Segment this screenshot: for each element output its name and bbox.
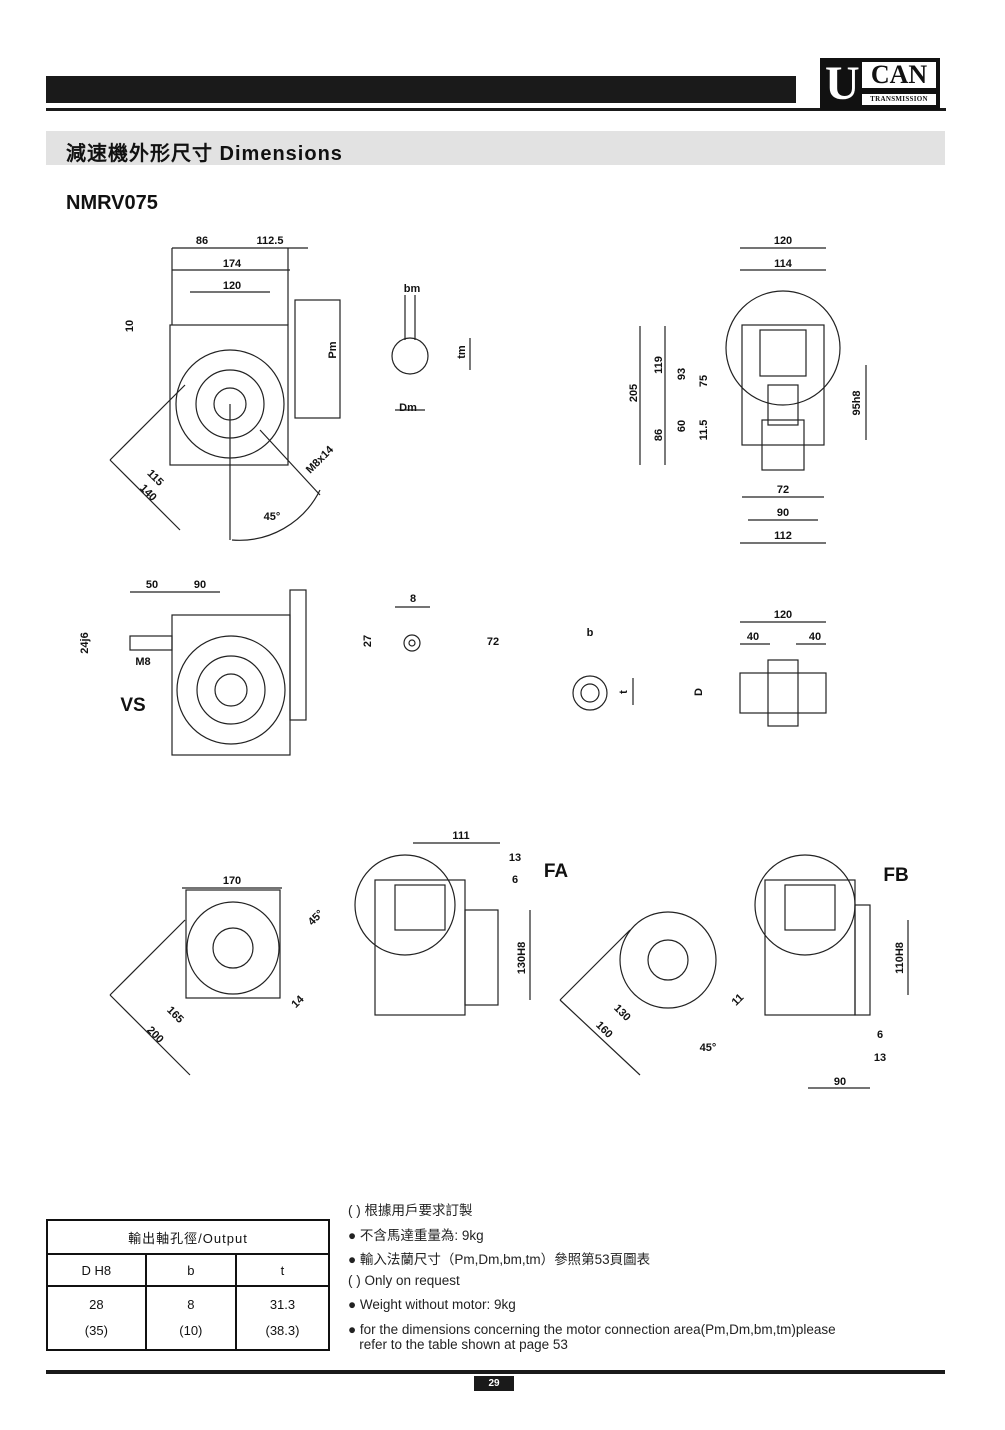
hollow-shaft-drawing — [739, 621, 827, 727]
dim-label: 6 — [511, 874, 519, 886]
dim-label: 120 — [222, 280, 242, 292]
dim-label: 45° — [263, 511, 281, 523]
dim-label: 90 — [776, 507, 790, 519]
note-custom-cn: ( ) 根據用戶要求訂製 — [348, 1203, 473, 1218]
note-text: 輸入法蘭尺寸（Pm,Dm,bm,tm）參照第53頁圖表 — [359, 1252, 651, 1267]
section-bar — [46, 131, 945, 165]
dim-label: 11.5 — [698, 419, 710, 441]
dim-label: 60 — [676, 419, 688, 433]
dim-label: 6 — [876, 1029, 884, 1041]
cell-value: 8 — [187, 1297, 195, 1312]
view-label-fa: FA — [543, 861, 569, 882]
dim-label: 205 — [628, 383, 640, 403]
cell-value: 28 — [89, 1297, 104, 1312]
dim-label: 93 — [676, 367, 688, 381]
footer-rule — [46, 1370, 945, 1374]
page-number: 29 — [474, 1376, 514, 1391]
dim-label: 72 — [486, 636, 500, 648]
dim-label: 13 — [508, 852, 522, 864]
cell-value: (35) — [84, 1323, 108, 1338]
flange-b-drawing — [559, 911, 717, 1076]
dim-label: 112 — [774, 530, 792, 542]
dim-label: Pm — [327, 341, 339, 359]
table-header: b — [144, 1253, 237, 1287]
dim-label: 24j6 — [79, 632, 91, 654]
dim-label: 27 — [362, 634, 374, 648]
fb-drawing — [754, 854, 909, 1089]
note-text: Weight without motor: 9kg — [359, 1297, 516, 1312]
output-hole-drawing — [572, 675, 634, 711]
note-text: refer to the table shown at page 53 — [359, 1337, 568, 1352]
cell-value: (38.3) — [265, 1323, 300, 1338]
dim-label: 119 — [653, 356, 665, 374]
dim-label: 50 — [145, 579, 159, 591]
dim-label: 8 — [409, 593, 417, 605]
dim-label: 130H8 — [516, 941, 528, 975]
cell-value: (10) — [179, 1323, 203, 1338]
dim-label: 72 — [776, 484, 790, 496]
technical-drawings — [109, 247, 909, 1089]
dim-label: 10 — [124, 319, 136, 333]
ucan-logo: U CAN TRANSMISSION — [820, 58, 940, 110]
table-header: D H8 — [46, 1253, 147, 1287]
dim-label: 95h8 — [851, 390, 863, 416]
model-title: NMRV075 — [66, 192, 158, 214]
dim-label: 86 — [653, 428, 665, 442]
table-cell: 28 (35) — [46, 1285, 147, 1351]
dim-label: Dm — [399, 402, 417, 414]
logo-u: U — [825, 57, 860, 110]
dim-label: 120 — [773, 609, 793, 621]
logo-sub: TRANSMISSION — [862, 94, 936, 105]
table-title: 輸出軸孔徑/Output — [46, 1219, 330, 1255]
logo-can: CAN — [862, 62, 936, 88]
dim-label: 174 — [222, 258, 242, 270]
dim-label: 45° — [699, 1042, 717, 1054]
dim-label: M8 — [135, 656, 151, 668]
dim-label: 40 — [746, 631, 760, 643]
view-label-vs: VS — [120, 695, 146, 716]
table-header: t — [234, 1253, 331, 1287]
note-text: for the dimensions concerning the motor … — [359, 1322, 836, 1337]
dim-label: 110H8 — [894, 942, 906, 974]
input-flange-drawing — [391, 295, 471, 411]
dim-label: 111 — [452, 830, 470, 842]
front-view-drawing — [109, 247, 341, 541]
side-view-drawing — [639, 247, 867, 544]
section-title: 減速機外形尺寸 Dimensions — [66, 143, 343, 165]
dim-label: 90 — [833, 1076, 847, 1088]
vs-shaft-drawing — [395, 606, 430, 652]
note-weight-en: ● Weight without motor: 9kg — [348, 1297, 516, 1312]
dim-label: tm — [456, 345, 468, 359]
dim-label: bm — [403, 283, 421, 295]
dim-label: 170 — [222, 875, 242, 887]
header-rule — [46, 108, 946, 111]
note-weight-cn: ● 不含馬達重量為: 9kg — [348, 1228, 484, 1243]
flange-top-drawing — [109, 887, 282, 1076]
view-label-fb: FB — [883, 865, 909, 886]
cell-value: 31.3 — [269, 1297, 296, 1312]
note-flange-cn: ● 輸入法蘭尺寸（Pm,Dm,bm,tm）參照第53頁圖表 — [348, 1252, 651, 1267]
vs-view-drawing — [129, 589, 307, 756]
dim-label: b — [586, 627, 594, 639]
dim-label: 112.5 — [256, 235, 284, 247]
note-custom-en: ( ) Only on request — [348, 1273, 460, 1288]
dim-label: 120 — [773, 235, 793, 247]
fa-drawing — [354, 842, 531, 1016]
dim-label: 40 — [808, 631, 822, 643]
dim-label: 75 — [698, 374, 710, 388]
note-flange-en: ● for the dimensions concerning the moto… — [348, 1322, 836, 1352]
dim-label: D — [693, 688, 705, 696]
dim-label: 114 — [774, 258, 792, 270]
table-cell: 8 (10) — [144, 1285, 237, 1351]
dim-label: 86 — [195, 235, 209, 247]
dim-label: t — [618, 690, 630, 694]
dim-label: 90 — [193, 579, 207, 591]
header-bar — [46, 76, 796, 103]
table-row: 28 (35) 8 (10) 31.3 (38.3) — [46, 1285, 331, 1351]
table-cell: 31.3 (38.3) — [234, 1285, 331, 1351]
note-text: 不含馬達重量為: 9kg — [359, 1228, 484, 1243]
dim-label: 13 — [873, 1052, 887, 1064]
